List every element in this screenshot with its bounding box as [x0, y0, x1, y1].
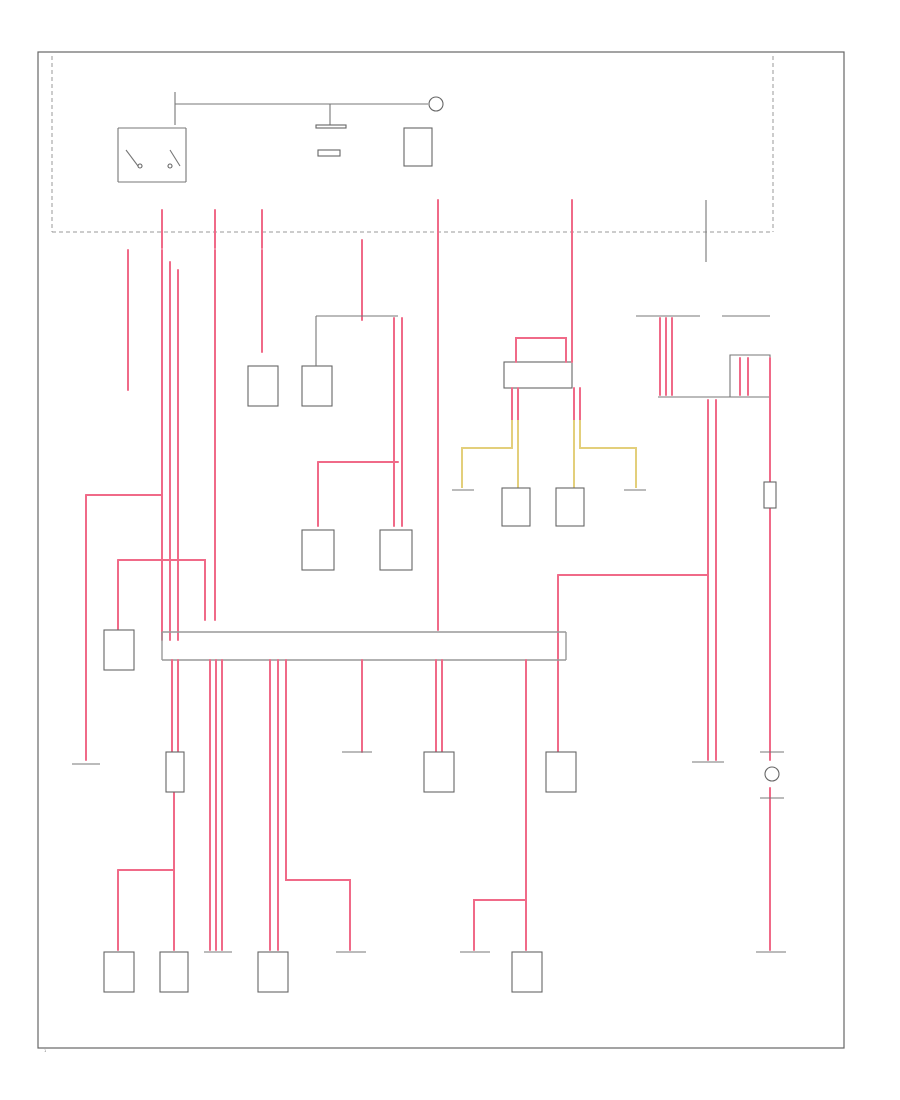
fuse-block-top	[317, 127, 433, 167]
bottom-components	[103, 951, 786, 993]
diagram-border	[37, 51, 845, 1049]
lower-components	[72, 629, 784, 799]
feed-wires	[161, 199, 707, 631]
right-connector	[557, 315, 777, 761]
lower-wires	[117, 659, 771, 951]
middle-components	[301, 461, 413, 571]
ignition-switch	[117, 127, 187, 183]
relay-module	[452, 337, 646, 527]
left-harness	[85, 249, 263, 761]
top-feed	[174, 92, 444, 129]
main-bus	[161, 631, 567, 661]
left-components	[247, 315, 403, 527]
page-number: 1	[44, 1049, 46, 1053]
